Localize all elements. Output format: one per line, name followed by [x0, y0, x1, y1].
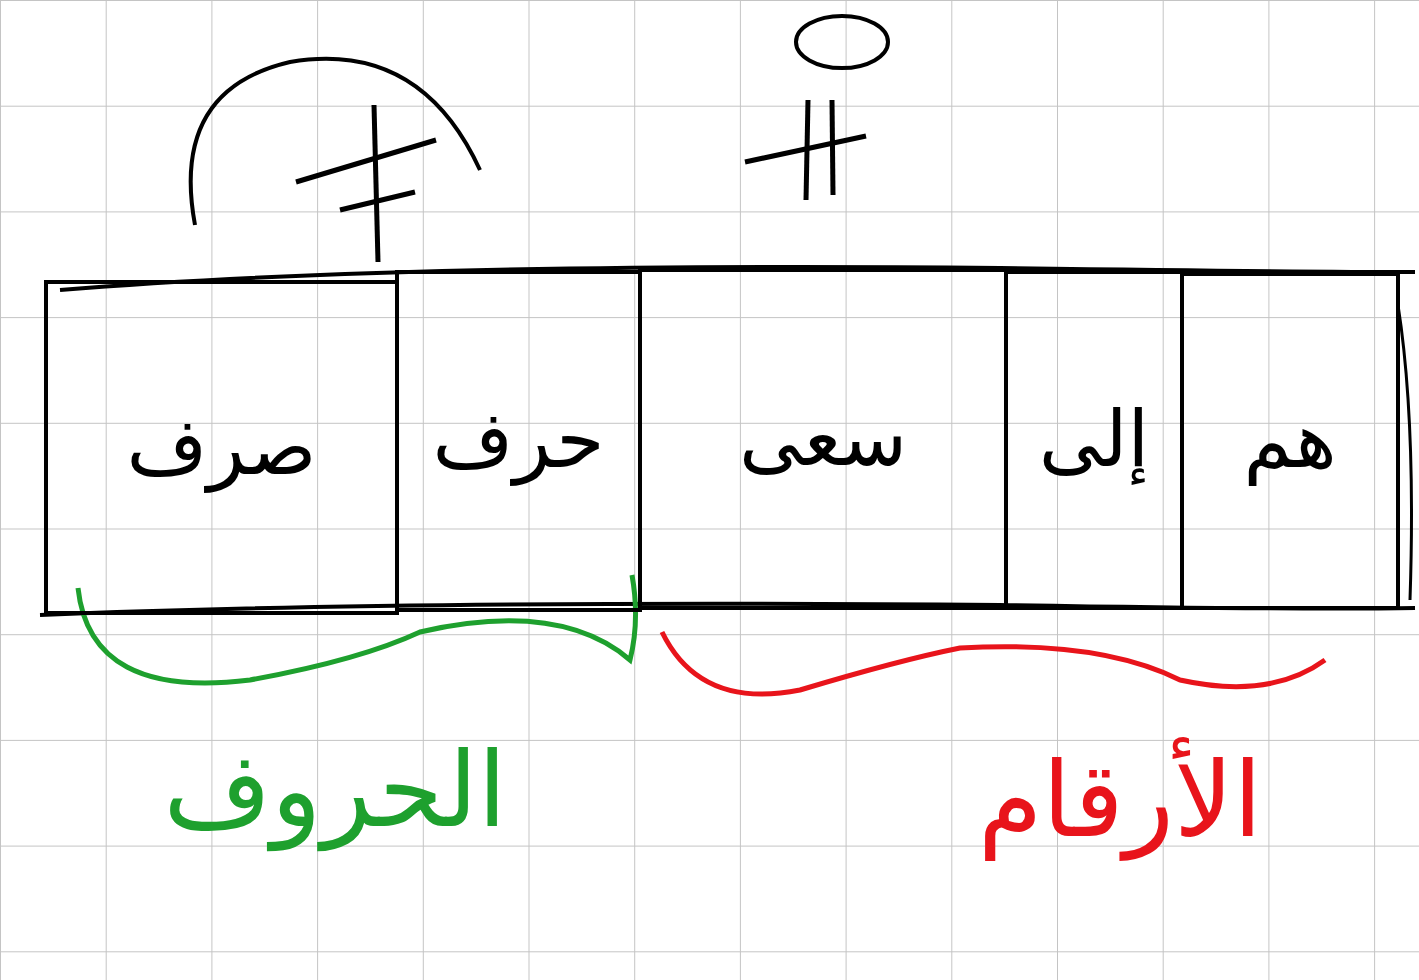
equal-stroke	[832, 100, 833, 195]
red-brace	[662, 632, 1325, 694]
group-label: الأرقام	[978, 738, 1262, 863]
circle-symbol	[796, 16, 888, 68]
cell-word: إلى	[1039, 393, 1149, 487]
green-brace	[78, 575, 636, 683]
word-cell: هم	[1180, 272, 1400, 610]
word-cell: صرف	[44, 280, 399, 615]
partial-cell-edge	[1398, 305, 1412, 600]
arc-symbol	[191, 59, 480, 225]
word-cell: حرف	[395, 270, 642, 612]
cell-word: هم	[1243, 394, 1336, 488]
not-equal-stroke	[374, 105, 378, 262]
cell-word: سعى	[739, 392, 907, 486]
equal-stroke	[806, 100, 808, 200]
word-cell: سعى	[638, 268, 1008, 610]
word-cell: إلى	[1004, 270, 1184, 610]
cell-word: حرف	[432, 394, 604, 488]
not-equal-bar	[296, 140, 436, 182]
cell-word: صرف	[126, 401, 316, 495]
group-label: الحروف	[163, 728, 506, 853]
